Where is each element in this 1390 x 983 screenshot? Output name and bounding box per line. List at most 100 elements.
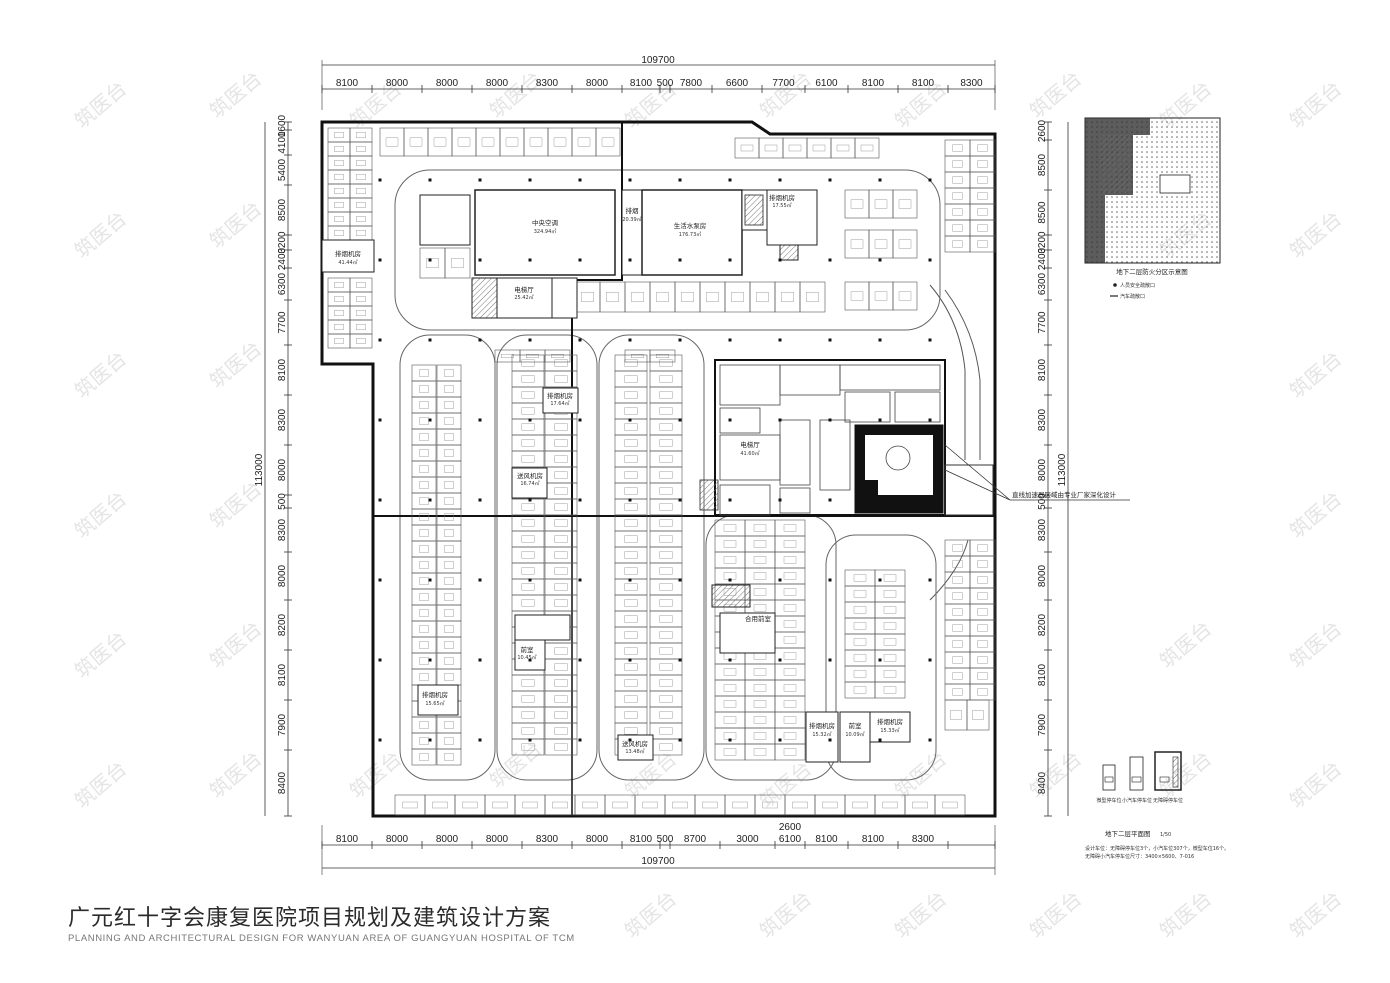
parking-stall-293 (674, 281, 701, 313)
dim-left-4: 3200 (277, 231, 288, 254)
dim-left-11: 500 (277, 493, 288, 510)
parking-stall-159 (614, 626, 648, 644)
parking-stall-206 (714, 743, 746, 761)
parking-stall-50 (411, 492, 437, 510)
parking-stall-80 (436, 572, 462, 590)
dim-top-4: 8300 (536, 78, 559, 89)
parking-stall-238 (844, 585, 876, 603)
parking-stall-319 (574, 794, 606, 816)
watermark-33: 筑医台 (1285, 756, 1346, 813)
watermark-10: 筑医台 (70, 206, 131, 263)
parking-stall-179 (649, 546, 683, 564)
parking-stall-163 (614, 690, 648, 708)
parking-stall-33 (547, 127, 573, 157)
watermark-38: 筑医台 (1155, 886, 1216, 943)
parking-stall-152 (614, 514, 648, 532)
dim-top-8: 7800 (680, 78, 703, 89)
parking-stall-221 (744, 743, 776, 761)
room-smoke7-area: 15.33㎡ (880, 727, 899, 734)
dim-right-9: 8000 (1037, 458, 1048, 481)
parking-stall-201 (714, 663, 746, 681)
parking-stall-253 (944, 539, 971, 557)
room-supply2-area: 13.48㎡ (625, 748, 644, 755)
parking-stall-34 (571, 127, 597, 157)
parking-stall-273 (944, 139, 971, 157)
parking-stall-68 (436, 380, 462, 398)
parking-stall-324 (724, 794, 756, 816)
parking-stall-17 (327, 291, 351, 307)
dim-right-1: 8500 (1037, 153, 1048, 176)
parking-stall-229 (774, 631, 806, 649)
parking-stall-281 (969, 155, 996, 173)
room-hvac: 中央空调 (532, 218, 558, 227)
parking-stall-38 (782, 137, 808, 159)
parking-stall-326 (784, 794, 816, 816)
parking-stall-310 (544, 349, 571, 363)
parking-stall-184 (649, 626, 683, 644)
parking-stall-95 (511, 402, 545, 420)
watermark-30: 筑医台 (890, 746, 951, 803)
parking-stall-171 (649, 418, 683, 436)
parking-stall-278 (944, 219, 971, 237)
watermark-5: 筑医台 (755, 66, 816, 123)
dim-right-10: 500 (1037, 493, 1048, 510)
watermark-1: 筑医台 (205, 66, 266, 123)
parking-stall-162 (614, 674, 648, 692)
room-elev1-area: 25.42㎡ (514, 294, 533, 301)
parking-stall-216 (744, 663, 776, 681)
parking-stall-9 (349, 141, 373, 157)
parking-stall-288 (444, 247, 471, 279)
dim-top-1: 8000 (386, 78, 409, 89)
parking-stall-19 (327, 319, 351, 335)
room-smoke2: 排烟机房 (769, 193, 795, 202)
parking-stall-11 (349, 169, 373, 185)
parking-stall-277 (944, 203, 971, 221)
dim-left-6: 6300 (277, 272, 288, 295)
parking-stall-36 (734, 137, 760, 159)
parking-stall-246 (874, 585, 906, 603)
parking-stall-261 (944, 667, 971, 685)
parking-stall-270 (969, 651, 996, 669)
parking-stall-302 (844, 229, 870, 259)
dim-bottom-8: 8700 (684, 834, 707, 845)
parking-stall-224 (774, 551, 806, 569)
parking-stall-44 (411, 396, 437, 414)
parking-stall-29 (451, 127, 477, 157)
parking-stall-301 (892, 189, 918, 219)
parking-stall-14 (349, 211, 373, 227)
dim-top-0: 8100 (336, 78, 359, 89)
legend-stall-micro: 微型停车位 (1096, 797, 1121, 804)
dim-top-6: 8100 (630, 78, 653, 89)
parking-stall-276 (944, 187, 971, 205)
watermark-26: 筑医台 (345, 746, 406, 803)
dim-total-left: 113000 (254, 453, 265, 486)
watermark-27: 筑医台 (485, 736, 546, 793)
parking-stall-267 (969, 603, 996, 621)
dim-top-10: 7700 (772, 78, 795, 89)
dim-right-13: 8200 (1037, 613, 1048, 636)
parking-stall-173 (649, 450, 683, 468)
parking-stall-292 (649, 281, 676, 313)
parking-stall-180 (649, 562, 683, 580)
parking-stall-205 (714, 727, 746, 745)
parking-stall-164 (614, 706, 648, 724)
parking-stall-40 (830, 137, 856, 159)
parking-stall-305 (844, 281, 870, 311)
parking-stall-189 (649, 706, 683, 724)
dim-bottom-1: 8000 (386, 834, 409, 845)
room-elev1: 电梯厅 (514, 285, 534, 294)
parking-stall-226 (774, 583, 806, 601)
parking-stall-218 (744, 695, 776, 713)
parking-stall-289 (574, 281, 601, 313)
legend-stall-car: 小汽车停车位 (1122, 797, 1152, 804)
parking-stall-59 (411, 636, 437, 654)
parking-stall-256 (944, 587, 971, 605)
parking-stall-247 (874, 601, 906, 619)
parking-stall-207 (744, 519, 776, 537)
parking-stall-264 (969, 555, 996, 573)
parking-stall-285 (969, 219, 996, 237)
parking-stall-64 (411, 716, 437, 734)
parking-stall-282 (969, 171, 996, 189)
parking-stall-183 (649, 610, 683, 628)
